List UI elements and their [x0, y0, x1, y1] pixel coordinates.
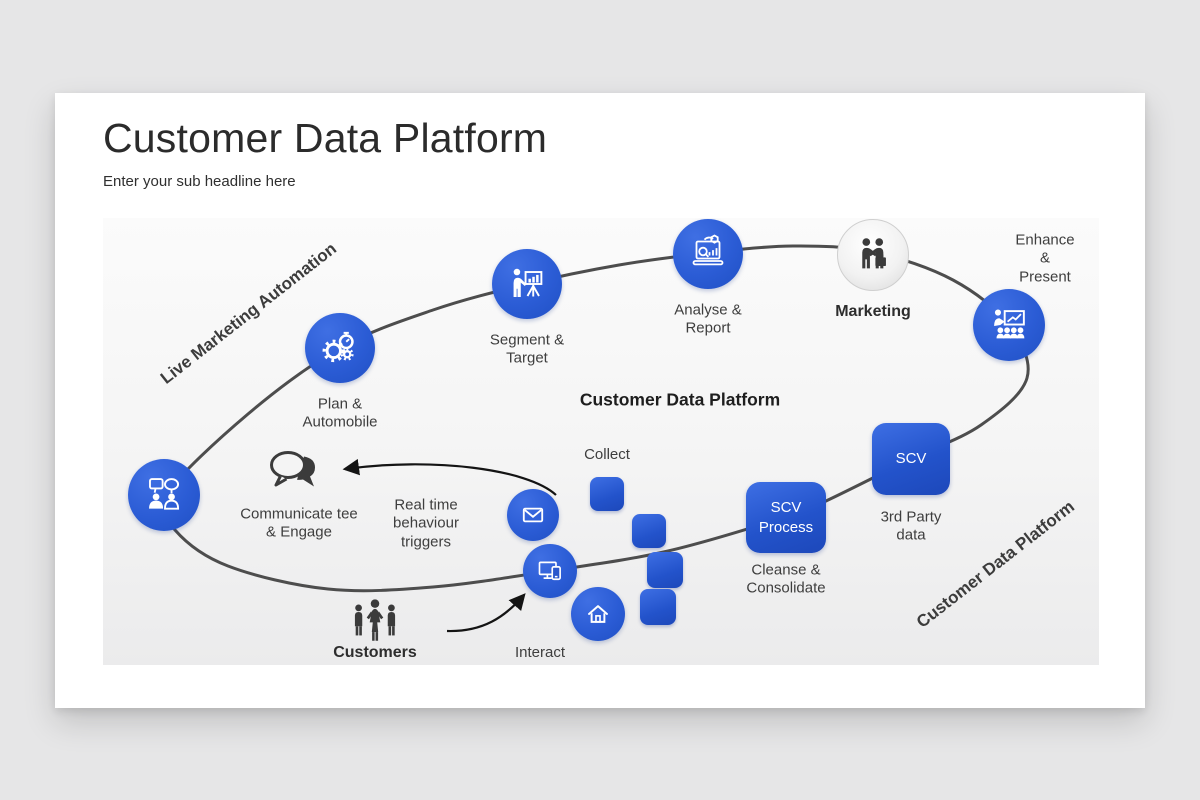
interact-arrow [446, 593, 526, 633]
collect-square [632, 514, 666, 548]
trigger-arrow [342, 458, 557, 496]
devices-icon [538, 561, 561, 581]
diagram-panel: Live Marketing Automation Customer Data … [103, 218, 1099, 665]
home-node-circle [571, 587, 625, 641]
customers-label: Customers [333, 644, 417, 662]
diagram-center-title: Customer Data Platform [579, 389, 781, 410]
collect-square [590, 477, 624, 511]
plan-label: Plan & Automobile [302, 395, 378, 431]
analyse-node-circle [673, 219, 743, 289]
people-group-icon [347, 597, 403, 648]
segment-label: Segment & Target [489, 331, 565, 367]
present-node-circle [973, 289, 1045, 361]
collect-square [647, 552, 683, 588]
marketing-label: Marketing [835, 303, 911, 321]
scv-box: SCV [872, 423, 950, 495]
speech-bubbles-icon [261, 448, 329, 501]
analyse-label: Analyse & Report [674, 301, 742, 337]
presentation-audience-icon [994, 309, 1025, 339]
cleanse-label: Cleanse & Consolidate [746, 561, 826, 597]
gears-timer-icon [322, 331, 354, 363]
communicate-node-circle [128, 459, 200, 531]
interact-label: Interact [514, 643, 566, 661]
segment-node-circle [492, 249, 562, 319]
slide-card: Customer Data Platform Enter your sub he… [55, 93, 1145, 708]
third-party-label: 3rd Party data [880, 508, 942, 544]
handshake-icon [862, 238, 886, 269]
collect-square [640, 589, 676, 625]
marketing-node-circle [837, 219, 909, 291]
realtime-label: Real time behaviour triggers [393, 496, 459, 551]
diagram-lines [159, 244, 1030, 633]
cycle-loop-curve [159, 244, 1030, 593]
collect-label: Collect [584, 445, 630, 463]
plan-node-circle [305, 313, 375, 383]
scv-process-box: SCV Process [746, 482, 826, 553]
communicate-label: Communicate tee & Engage [240, 505, 358, 541]
presenter-chart-icon [513, 268, 543, 297]
laptop-analytics-icon [692, 234, 724, 266]
page-title: Customer Data Platform [103, 115, 548, 161]
email-icon [522, 507, 544, 523]
email-node-circle [507, 489, 559, 541]
interact-node-circle [523, 544, 577, 598]
page-subtitle: Enter your sub headline here [103, 173, 296, 190]
enhance-label: Enhance & Present [1015, 231, 1075, 286]
home-icon [588, 605, 608, 623]
chat-users-icon [148, 477, 179, 510]
